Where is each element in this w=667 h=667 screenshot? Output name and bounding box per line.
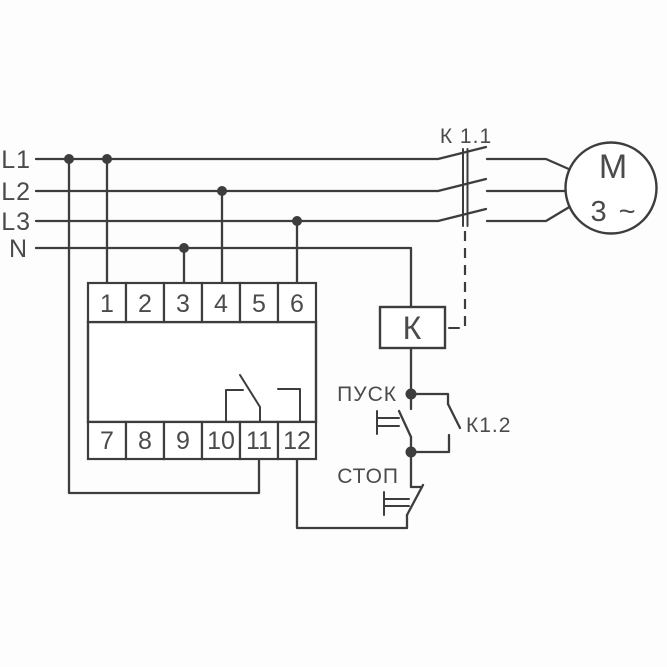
terminal-number-1: 1 bbox=[100, 290, 114, 318]
wire-terminal-12-to-stop bbox=[295, 457, 409, 530]
terminal-cell-2 bbox=[124, 281, 166, 324]
wire-N-to-coil bbox=[34, 246, 413, 309]
aux-contact-lower-wire bbox=[409, 433, 451, 454]
junction-dot bbox=[179, 243, 189, 253]
power-line-labels: L1 L2 L3 N bbox=[1, 146, 31, 263]
terminal-cell-4 bbox=[200, 281, 242, 324]
junction-dot bbox=[292, 216, 302, 226]
motor-circle bbox=[564, 141, 658, 235]
terminal-number-10: 10 bbox=[207, 427, 235, 455]
terminal-cell-5 bbox=[238, 281, 280, 324]
terminal-number-8: 8 bbox=[138, 427, 152, 455]
device-body bbox=[86, 320, 318, 424]
contactor-main-contacts: К 1.1 bbox=[436, 125, 492, 329]
start-button: ПУСК bbox=[337, 383, 413, 454]
motor-letter: М bbox=[599, 148, 627, 186]
contact-fixed-terminal-12 bbox=[277, 388, 301, 423]
terminal-number-5: 5 bbox=[252, 290, 266, 318]
terminal-number-9: 9 bbox=[176, 427, 190, 455]
terminal-number-2: 2 bbox=[138, 290, 152, 318]
contact-fixed-terminal-10 bbox=[225, 389, 244, 423]
contact-moving-arm bbox=[239, 374, 261, 423]
start-contact-blade bbox=[397, 409, 413, 439]
coil-label: К bbox=[403, 310, 422, 346]
aux-contact: К1.2 bbox=[409, 392, 511, 454]
terminal-cell-7 bbox=[86, 420, 128, 461]
label-L1: L1 bbox=[1, 146, 31, 174]
terminal-cell-3 bbox=[162, 281, 204, 324]
label-L2: L2 bbox=[1, 178, 31, 206]
relay-device: 1 2 3 4 5 6 7 8 9 10 11 12 bbox=[86, 281, 318, 461]
terminal-number-3: 3 bbox=[176, 290, 190, 318]
label-N: N bbox=[9, 235, 28, 263]
junction-dot bbox=[217, 186, 227, 196]
motor-phase-label: 3 ~ bbox=[590, 196, 637, 228]
terminal-number-7: 7 bbox=[100, 427, 114, 455]
stop-button-plunger bbox=[383, 491, 410, 516]
stop-contact-blade bbox=[405, 483, 425, 517]
terminal-number-6: 6 bbox=[290, 290, 304, 318]
terminal-row-bottom: 7 8 9 10 11 12 bbox=[86, 420, 318, 461]
terminal-cell-12 bbox=[276, 420, 318, 461]
stop-button-label: СТОП bbox=[337, 465, 399, 488]
aux-contact-label: К1.2 bbox=[466, 414, 511, 437]
aux-contact-upper-wire bbox=[409, 392, 450, 406]
motor: М 3 ~ bbox=[485, 141, 658, 235]
coil-box bbox=[378, 305, 447, 350]
start-button-label: ПУСК bbox=[337, 383, 397, 406]
motor-feeder-L1 bbox=[485, 157, 573, 172]
contactor-coil: К bbox=[378, 305, 447, 396]
aux-contact-blade bbox=[446, 402, 462, 430]
terminal-cell-6 bbox=[276, 281, 318, 324]
terminal-number-4: 4 bbox=[214, 290, 228, 318]
terminal-row-top: 1 2 3 4 5 6 bbox=[86, 281, 318, 324]
junction-dot bbox=[64, 154, 74, 164]
terminal-number-12: 12 bbox=[283, 427, 311, 455]
internal-relay-contact bbox=[225, 374, 301, 423]
stop-button: СТОП bbox=[337, 450, 425, 530]
motor-feeder-L3 bbox=[485, 204, 573, 223]
main-contacts-label: К 1.1 bbox=[440, 125, 492, 148]
wire-L1-to-terminal-11 bbox=[67, 157, 261, 495]
terminal-number-11: 11 bbox=[246, 427, 272, 455]
terminal-drop-wires bbox=[67, 157, 409, 530]
label-L3: L3 bbox=[1, 208, 31, 236]
junction-dot bbox=[102, 154, 112, 164]
power-lines bbox=[34, 157, 440, 309]
start-button-plunger bbox=[376, 410, 400, 435]
